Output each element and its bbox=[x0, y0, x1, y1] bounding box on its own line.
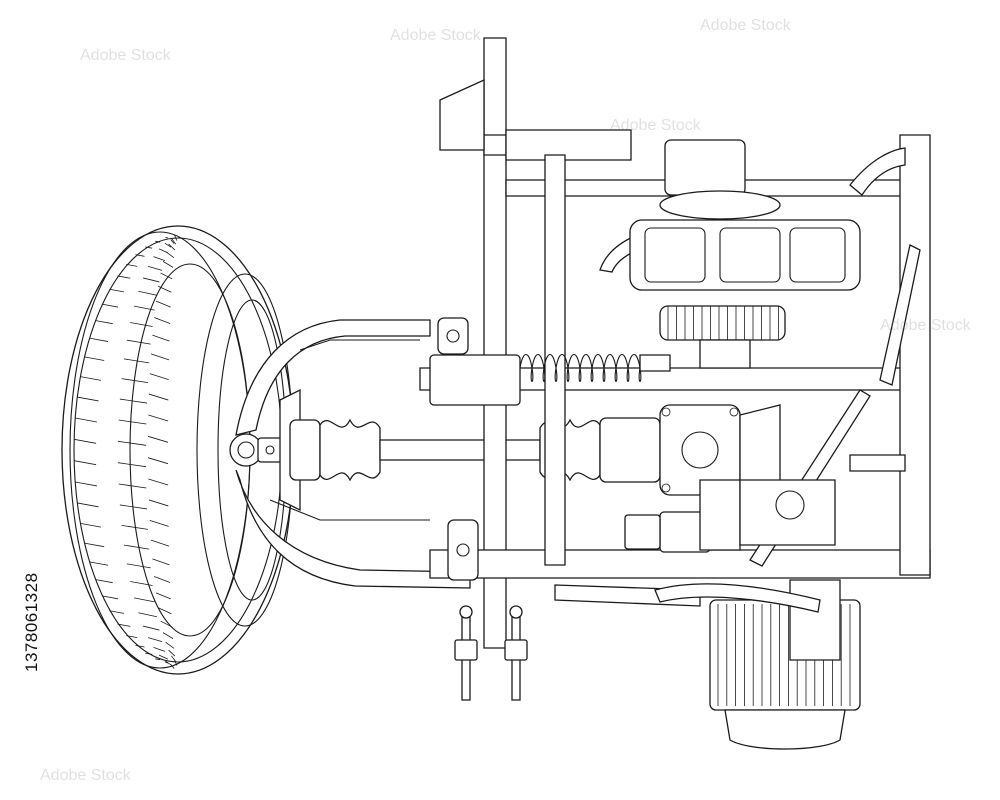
electric-motor bbox=[555, 580, 860, 749]
vertical-post-frame bbox=[440, 38, 631, 648]
svg-text:Adobe Stock: Adobe Stock bbox=[610, 117, 702, 134]
brake-assembly bbox=[600, 140, 860, 290]
coil-spring-damper bbox=[430, 355, 670, 406]
drive-shaft bbox=[290, 418, 660, 482]
drive-gear bbox=[660, 306, 785, 368]
svg-text:Adobe Stock: Adobe Stock bbox=[880, 317, 972, 334]
adobe-stock-logo-watermark: Adobe Stock Adobe Stock Adobe Stock Adob… bbox=[40, 17, 972, 784]
image-id-text: 1378061328 bbox=[22, 572, 41, 672]
svg-text:Adobe Stock: Adobe Stock bbox=[390, 27, 482, 44]
differential bbox=[660, 405, 780, 495]
image-id-watermark: 1378061328 bbox=[4, 560, 41, 800]
lower-control-arm bbox=[236, 470, 470, 588]
svg-text:Adobe Stock: Adobe Stock bbox=[40, 767, 132, 784]
starter-motor bbox=[625, 480, 835, 552]
arm-bushings bbox=[438, 318, 478, 580]
upper-control-arm bbox=[236, 320, 430, 435]
svg-text:Adobe Stock: Adobe Stock bbox=[80, 47, 172, 64]
mounting-bolts bbox=[455, 606, 527, 700]
wheel-tire bbox=[62, 226, 294, 674]
svg-text:Adobe Stock: Adobe Stock bbox=[700, 17, 792, 34]
